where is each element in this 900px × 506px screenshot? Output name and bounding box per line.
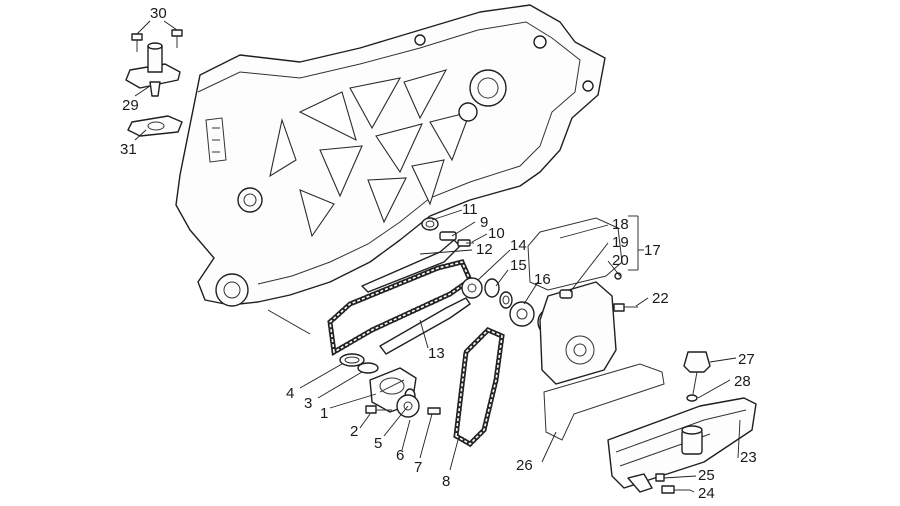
callout-28: 28: [734, 373, 751, 390]
filter-o-ring: [686, 394, 698, 402]
callout-11: 11: [462, 201, 478, 218]
drive-sprocket: [461, 277, 483, 299]
callout-25: 25: [698, 467, 715, 484]
callout-22: 22: [652, 290, 669, 307]
callout-8: 8: [442, 473, 450, 490]
screw: [457, 239, 474, 247]
callout-20: 20: [612, 252, 629, 269]
cover-bolt: [613, 303, 638, 312]
pump-seal-ring: [357, 362, 379, 374]
sprocket-screw: [427, 407, 441, 415]
sump-gasket: [543, 363, 665, 441]
callout-14: 14: [510, 237, 527, 254]
callout-10: 10: [488, 225, 505, 242]
thrust-washer: [499, 291, 513, 309]
callout-31: 31: [120, 141, 137, 158]
spacer: [484, 278, 500, 298]
tensioner-gasket: [127, 115, 183, 137]
leader-lines: [134, 20, 741, 493]
chain-tensioner: [125, 42, 181, 97]
callout-16: 16: [534, 271, 551, 288]
callout-2: 2: [350, 423, 358, 440]
callout-24: 24: [698, 485, 715, 502]
cover-dowel-pin: [559, 289, 573, 299]
callout-4: 4: [286, 385, 294, 402]
callout-5: 5: [374, 435, 382, 452]
callout-7: 7: [414, 459, 422, 476]
callout-6: 6: [396, 447, 404, 464]
callout-23: 23: [740, 449, 757, 466]
lower-chain-guide: [379, 297, 471, 355]
bushing: [421, 217, 439, 231]
callout-29: 29: [122, 97, 139, 114]
oil-pump-chain: [327, 259, 474, 357]
callout-19: 19: [612, 234, 629, 251]
callout-17: 17: [644, 242, 661, 259]
callout-18: 18: [612, 216, 629, 233]
callout-9: 9: [480, 214, 488, 231]
filter-housing: [681, 425, 703, 455]
callout-12: 12: [476, 241, 493, 258]
callout-30: 30: [150, 5, 167, 22]
callout-1: 1: [320, 405, 328, 422]
filter-cap: [683, 351, 711, 395]
callout-3: 3: [304, 395, 312, 412]
pump-bolt: [365, 405, 392, 414]
callout-26: 26: [516, 457, 533, 474]
crankcase-housing: [175, 4, 606, 307]
drain-washer: [655, 473, 665, 482]
callout-13: 13: [428, 345, 445, 362]
cover-gasket: [527, 217, 623, 291]
callout-15: 15: [510, 257, 527, 274]
drain-bolt: [661, 485, 690, 494]
callout-labels: 30 29 31 11 9 10 12 14 15 16 18 19 20 17…: [120, 5, 757, 502]
pump-cover: [539, 281, 617, 385]
sprocket-pin: [439, 231, 457, 241]
pump-o-ring: [339, 353, 365, 367]
callout-27: 27: [738, 351, 755, 368]
drive-chain: [453, 327, 505, 448]
gear: [509, 301, 535, 327]
